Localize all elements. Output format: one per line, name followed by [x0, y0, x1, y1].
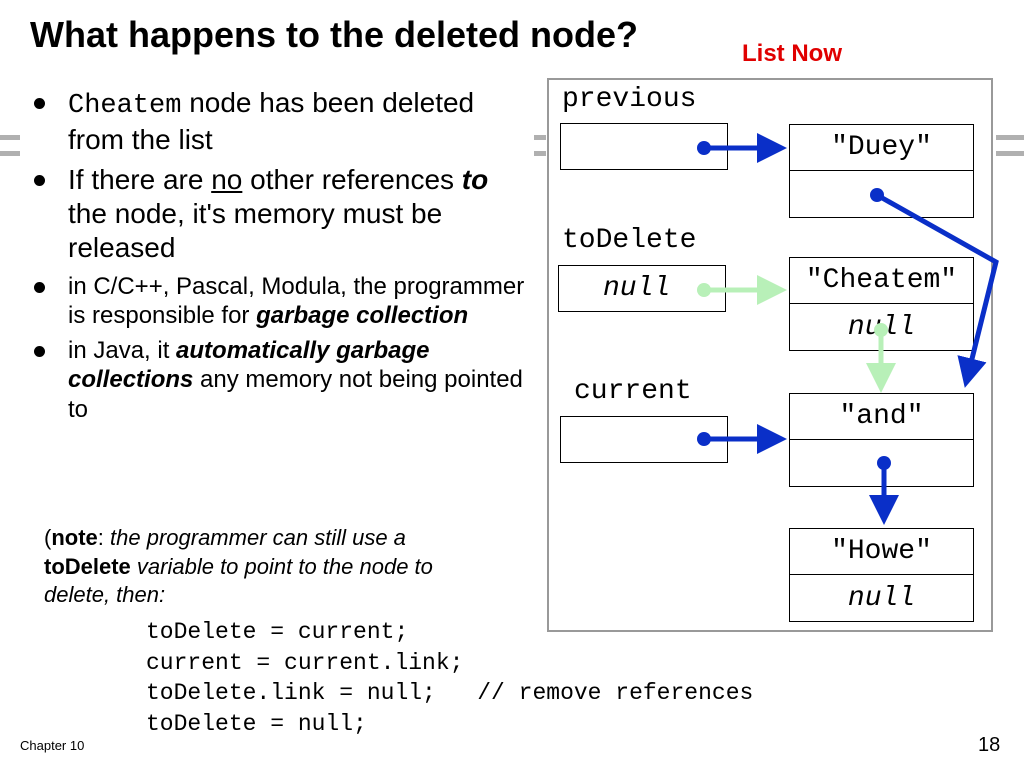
node-data: "Cheatem"	[790, 258, 973, 304]
node-duey: "Duey"	[789, 124, 974, 218]
todelete-pointer-arrow	[697, 275, 787, 305]
bullet-list: Cheatem node has been deleted from the l…	[30, 86, 530, 430]
slide-title: What happens to the deleted node?	[30, 14, 639, 55]
bullet-item-c-cpp: in C/C++, Pascal, Modula, the programmer…	[30, 272, 530, 331]
node-data: "Duey"	[790, 125, 973, 171]
no-underlined: no	[211, 164, 243, 196]
note-label: note	[51, 525, 98, 550]
decor-bar-right-2	[996, 151, 1024, 156]
node-data: "and"	[790, 394, 973, 440]
page-number: 18	[978, 734, 1001, 756]
cheatem-released-link-arrow	[866, 323, 896, 393]
cheatem-code: Cheatem	[68, 91, 182, 121]
code-line: toDelete = null;	[146, 710, 367, 737]
decor-bar-right-1	[996, 135, 1024, 140]
previous-pointer-arrow	[697, 133, 787, 163]
garbage-collection-emphasis: garbage collection	[256, 301, 469, 329]
bullet-item-deleted: Cheatem node has been deleted from the l…	[30, 86, 530, 157]
decor-bar-left-1	[0, 135, 20, 140]
todelete-value: null	[603, 273, 671, 304]
decor-bar-mid-2	[534, 151, 546, 156]
code-line: toDelete = current;	[146, 619, 409, 645]
bullet-item-java: in Java, it automatically garbage collec…	[30, 336, 530, 424]
footer-chapter: Chapter 10	[20, 738, 85, 753]
code-line: current = current.link;	[146, 649, 464, 676]
decor-bar-left-2	[0, 151, 20, 156]
node-link: null	[847, 582, 916, 614]
code-line: toDelete.link = null; // remove referenc…	[146, 680, 754, 706]
note-block: (note: the programmer can still use a to…	[44, 525, 433, 608]
todelete-variable-name: toDelete	[44, 553, 131, 579]
current-pointer-arrow	[697, 424, 787, 454]
automatic-gc-emphasis: automatically garbage collections	[68, 337, 430, 394]
node-data: "Howe"	[790, 529, 973, 575]
list-now-label: List Now	[742, 40, 842, 67]
decor-bar-mid-1	[534, 135, 546, 140]
code-block: toDelete = current; current = current.lin…	[146, 617, 753, 739]
to-emphasis: to	[461, 164, 489, 196]
duey-link-arrow	[870, 188, 999, 388]
bullet-item-references: If there are no other references to the …	[30, 163, 530, 265]
todelete-label: toDelete	[562, 225, 697, 256]
node-howe: "Howe" null	[789, 528, 974, 622]
and-link-arrow	[869, 456, 899, 525]
previous-label: previous	[562, 84, 697, 115]
current-label: current	[574, 376, 692, 407]
